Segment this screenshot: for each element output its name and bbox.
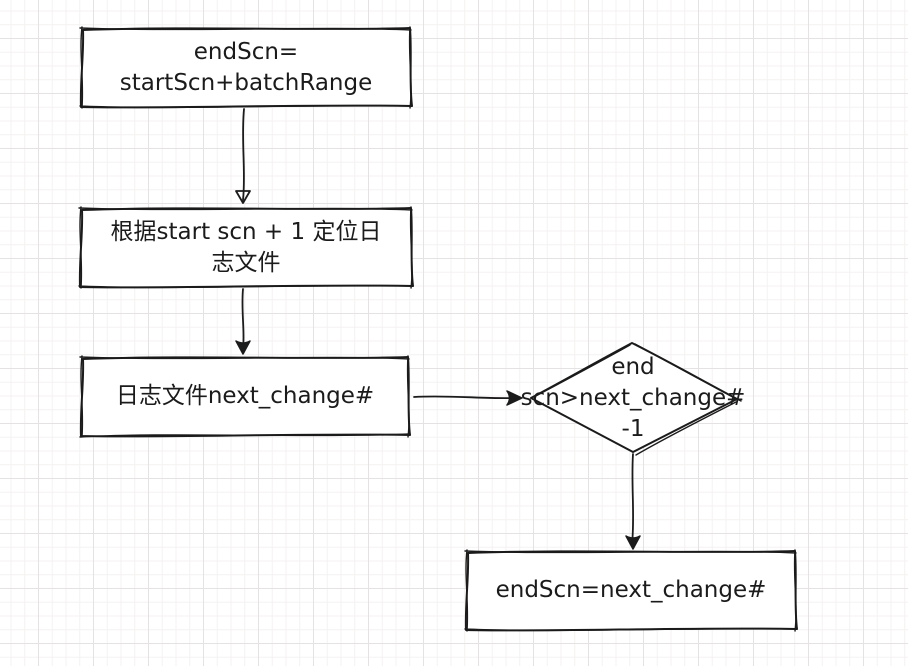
edge-logfile-next-change-to-decision[interactable] [413,390,523,406]
edge-decision-to-assign-endscn[interactable] [625,453,641,550]
node-assign-endscn[interactable] [464,549,798,632]
node-logfile-next-change[interactable] [79,355,411,438]
edge-set-endscn-to-locate-logfile[interactable] [235,108,251,204]
node-decision-endscn-gt-next-change[interactable] [530,342,742,456]
edge-locate-logfile-to-logfile-next-change[interactable] [235,288,251,355]
node-locate-logfile[interactable] [78,206,414,289]
node-set-endscn[interactable] [79,26,413,109]
